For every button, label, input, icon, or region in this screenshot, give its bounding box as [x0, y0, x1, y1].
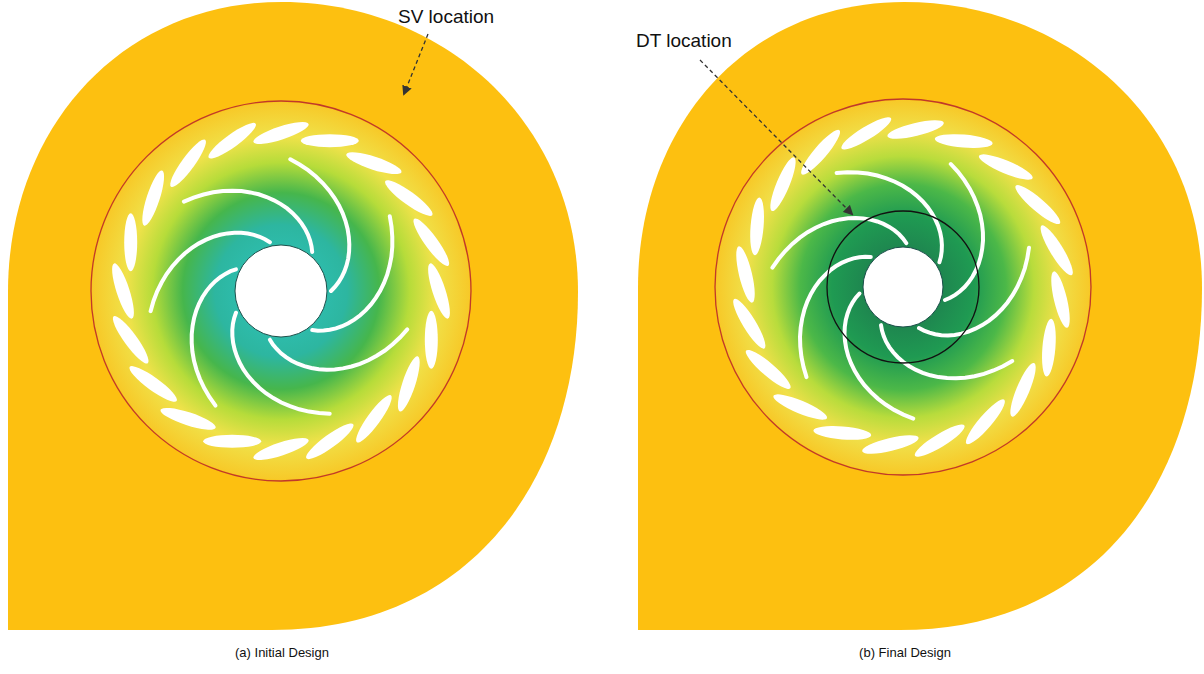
- stay-vane: [352, 392, 397, 447]
- runner-hub: [235, 245, 327, 337]
- stay-vane: [382, 176, 437, 221]
- figure-caption: (b) Final Design: [859, 646, 951, 661]
- stay-vane: [159, 404, 218, 434]
- stay-vane: [409, 215, 454, 270]
- stay-vane: [251, 434, 310, 464]
- stay-vane: [124, 213, 137, 271]
- stay-vane: [797, 126, 845, 178]
- runner-blade: [800, 257, 871, 377]
- initial-design-figure: [8, 2, 578, 630]
- flow-field: [92, 102, 470, 480]
- stay-vane: [742, 346, 794, 394]
- stay-vane: [301, 134, 359, 147]
- sv-circle: [91, 101, 471, 481]
- stay-vane: [203, 435, 261, 448]
- flow-field: [716, 100, 1090, 474]
- stay-vane: [748, 197, 766, 256]
- stay-vane: [205, 118, 260, 163]
- stay-vane: [251, 118, 310, 148]
- runner-hub: [863, 247, 943, 327]
- stay-vane: [166, 136, 211, 191]
- volute-casing: [638, 2, 1202, 630]
- stay-vane: [425, 311, 438, 369]
- stay-vane: [766, 155, 800, 214]
- stay-vane: [934, 132, 993, 150]
- runner-blade: [837, 172, 942, 262]
- stay-vane: [1012, 181, 1064, 229]
- dt-circle: [827, 211, 979, 363]
- callout-label: SV location: [398, 6, 494, 28]
- volute-casing: [8, 2, 578, 630]
- stay-vane: [424, 261, 454, 320]
- sv-circle: [715, 99, 1091, 475]
- stay-vane: [813, 424, 872, 442]
- stay-vane: [108, 313, 153, 368]
- stay-vane: [729, 296, 770, 352]
- runner-blade: [184, 191, 312, 252]
- stay-vane: [977, 150, 1036, 184]
- runner-blade: [945, 164, 983, 300]
- stay-vane: [1040, 318, 1058, 377]
- leader-arrow: [700, 60, 852, 214]
- stay-vane: [344, 148, 403, 178]
- stay-vane: [1036, 222, 1077, 278]
- stay-vane: [108, 261, 138, 320]
- stay-vane: [912, 420, 968, 461]
- stay-vane: [126, 362, 181, 407]
- stay-vane: [1006, 361, 1040, 420]
- final-design-figure: [638, 2, 1202, 630]
- stay-vane: [394, 354, 424, 413]
- figure-caption: (a) Initial Design: [235, 646, 329, 661]
- stay-vane: [138, 169, 168, 228]
- stay-vane: [303, 419, 358, 464]
- stay-vane: [771, 390, 830, 424]
- stay-vane: [838, 113, 894, 154]
- runner-blade: [312, 216, 392, 331]
- leader-arrow: [404, 34, 428, 94]
- runner-blade: [881, 325, 1012, 378]
- stay-vane: [962, 396, 1010, 448]
- runner-blade: [192, 269, 236, 405]
- callout-label: DT location: [636, 30, 732, 52]
